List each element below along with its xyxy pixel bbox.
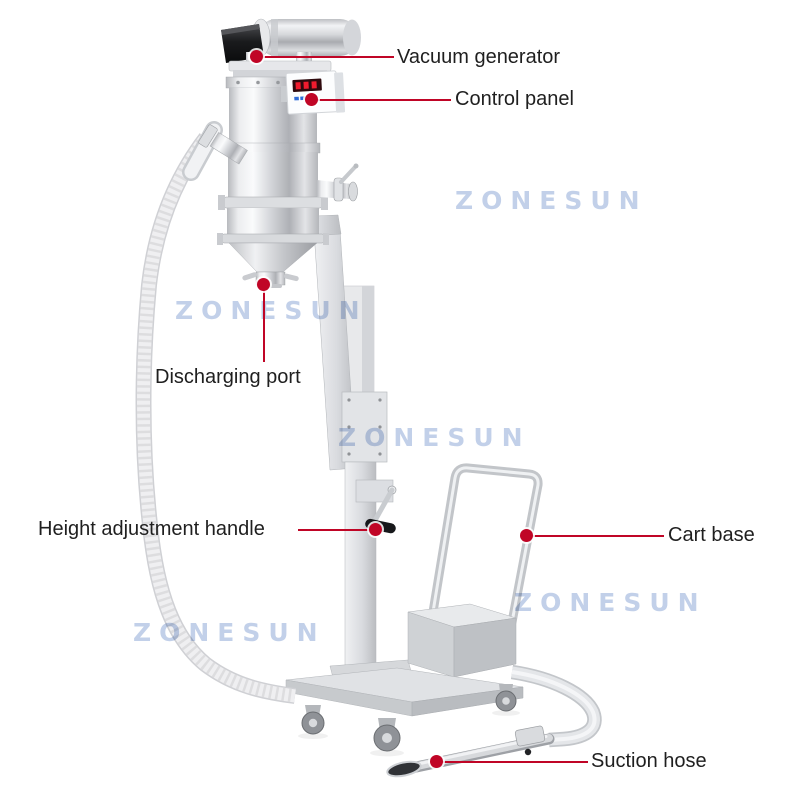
hose-elbow-fitting: [209, 132, 248, 165]
leader-line-height-adjustment-handle: [298, 529, 371, 531]
corrugated-hose: [135, 121, 297, 704]
leader-line-discharging-port: [263, 290, 265, 362]
cart-box: [407, 603, 517, 678]
marker-dot-control-panel: [305, 93, 318, 106]
caster-wheel: [298, 705, 328, 739]
hose-clamp: [198, 124, 218, 148]
marker-dot-suction-hose: [430, 755, 443, 768]
panel-button: [294, 96, 299, 101]
support-column: [293, 214, 416, 694]
vacuum-generator-part: [221, 18, 361, 78]
marker-dot-vacuum-generator: [250, 50, 263, 63]
leader-line-cart-base: [532, 535, 664, 537]
leader-line-control-panel: [317, 99, 451, 101]
caster-wheel: [370, 718, 404, 757]
annotation-label-vacuum-generator: Vacuum generator: [397, 46, 561, 68]
leader-line-suction-hose: [442, 761, 588, 763]
suction-hose-part: [386, 664, 602, 778]
cart-push-handle: [428, 463, 543, 627]
feed-inlet-port: [317, 163, 359, 202]
body-clamp-ring: [223, 196, 323, 209]
lance-coupling: [514, 725, 546, 747]
annotation-label-discharging-port: Discharging port: [155, 366, 301, 388]
marker-dot-discharging-port: [257, 278, 270, 291]
caster-wheel: [492, 684, 520, 716]
annotation-label-control-panel: Control panel: [455, 88, 574, 110]
annotation-label-cart-base: Cart base: [668, 524, 755, 546]
leader-line-vacuum-generator: [263, 56, 394, 58]
marker-dot-height-adjustment-handle: [369, 523, 382, 536]
top-lid: [228, 60, 332, 72]
cone-clamp-ring: [221, 233, 325, 244]
panel-button: [300, 96, 305, 101]
suction-lance: [386, 725, 555, 778]
marker-dot-cart-base: [520, 529, 533, 542]
cart-base-part: [285, 667, 524, 717]
annotation-label-height-adjustment-handle: Height adjustment handle: [38, 518, 265, 540]
annotation-label-suction-hose: Suction hose: [591, 750, 707, 772]
discharging-port-part: [242, 271, 299, 288]
hopper-cone: [228, 242, 318, 273]
height-adjustment-handle-part: [355, 479, 397, 534]
